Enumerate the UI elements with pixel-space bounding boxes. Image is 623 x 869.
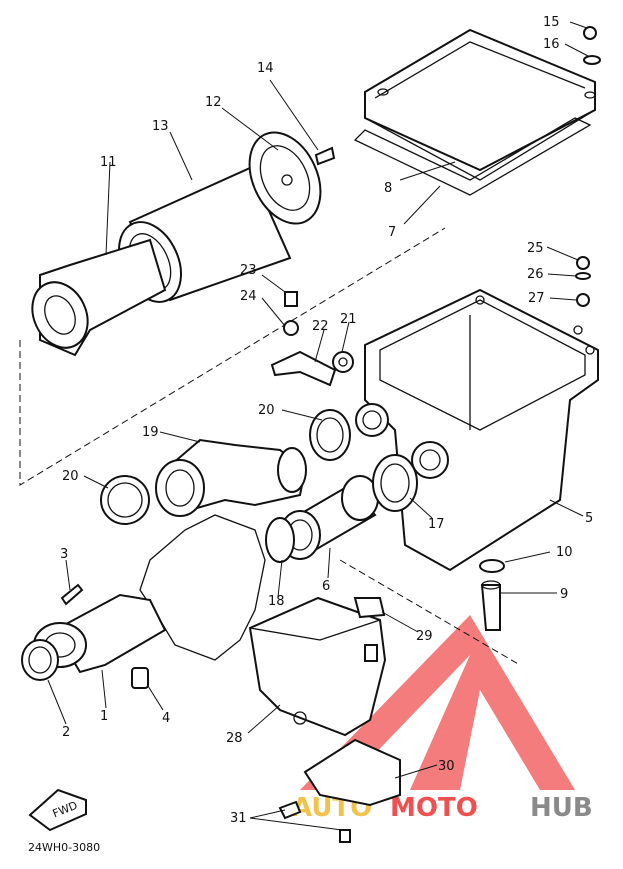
callout-30: 30 <box>438 759 455 774</box>
callout-21: 21 <box>340 312 357 327</box>
callout-31: 31 <box>230 811 247 826</box>
forward-arrow-icon: FWD <box>28 788 87 832</box>
wing-bolt-part-14 <box>314 146 336 166</box>
callout-28: 28 <box>226 731 243 746</box>
clamp-part-4 <box>131 667 149 689</box>
callout-7: 7 <box>388 225 396 240</box>
screw-part-25 <box>576 256 590 270</box>
callout-20-left: 20 <box>62 469 79 484</box>
washer-part-26 <box>575 272 591 280</box>
callout-20-upper: 20 <box>258 403 275 418</box>
callout-11: 11 <box>100 155 117 170</box>
hose-clamp-part-18 <box>265 517 295 563</box>
bolt-part-31 <box>278 800 351 843</box>
damper-part-21 <box>332 351 354 373</box>
element-guide-part-11 <box>31 238 167 357</box>
leader-lines <box>47 21 589 831</box>
airbox-cover-part-8 <box>364 28 596 181</box>
washer-part-16 <box>583 55 601 65</box>
callout-2: 2 <box>62 725 70 740</box>
callout-29: 29 <box>416 629 433 644</box>
callout-5: 5 <box>585 511 593 526</box>
callout-10: 10 <box>556 545 573 560</box>
cover-gasket-part-7 <box>353 117 592 196</box>
drawing-code: 24WH0-3080 <box>28 841 100 854</box>
callout-17: 17 <box>428 517 445 532</box>
logo-word-moto: MOTO <box>390 793 478 823</box>
case-cover-part-28 <box>248 596 387 737</box>
callout-14: 14 <box>257 61 274 76</box>
callout-15: 15 <box>543 15 560 30</box>
o-ring-part-2 <box>21 639 59 681</box>
bracket-part-22 <box>270 350 337 387</box>
washer-part-27 <box>576 293 590 307</box>
callout-8: 8 <box>384 181 392 196</box>
callout-23: 23 <box>240 263 257 278</box>
callout-16: 16 <box>543 37 560 52</box>
callout-18: 18 <box>268 594 285 609</box>
callout-26: 26 <box>527 267 544 282</box>
logo-word-hub: HUB <box>530 793 593 823</box>
callout-12: 12 <box>205 95 222 110</box>
bracket-part-30 <box>303 738 401 807</box>
callout-3: 3 <box>60 547 68 562</box>
callout-13: 13 <box>152 119 169 134</box>
callout-1: 1 <box>100 709 108 724</box>
callout-9: 9 <box>560 587 568 602</box>
callout-22: 22 <box>312 319 329 334</box>
screw-part-15 <box>583 26 597 40</box>
drain-hose-part-9 <box>480 580 501 631</box>
bolt-part-23 <box>284 291 298 307</box>
clamp-part-29 <box>353 597 386 662</box>
airbox-case-part-5 <box>355 288 599 572</box>
hose-clamp-part-17 <box>372 454 418 512</box>
callout-27: 27 <box>528 291 545 306</box>
callout-6: 6 <box>322 579 330 594</box>
callout-labels: 1 2 3 4 5 6 7 8 9 10 11 12 13 14 15 16 1… <box>60 15 593 826</box>
callout-24: 24 <box>240 289 257 304</box>
engine-ghost-outline <box>139 514 266 661</box>
hose-band-part-20-upper <box>309 409 351 461</box>
intake-duct-part-19 <box>155 438 307 517</box>
hose-band-part-20-left <box>100 475 150 525</box>
bolt-part-3 <box>60 583 84 606</box>
callout-19: 19 <box>142 425 159 440</box>
clip-part-10 <box>479 559 505 573</box>
callout-25: 25 <box>527 241 544 256</box>
element-cap-part-12 <box>248 131 322 225</box>
washer-part-24 <box>283 320 299 336</box>
callout-4: 4 <box>162 711 170 726</box>
